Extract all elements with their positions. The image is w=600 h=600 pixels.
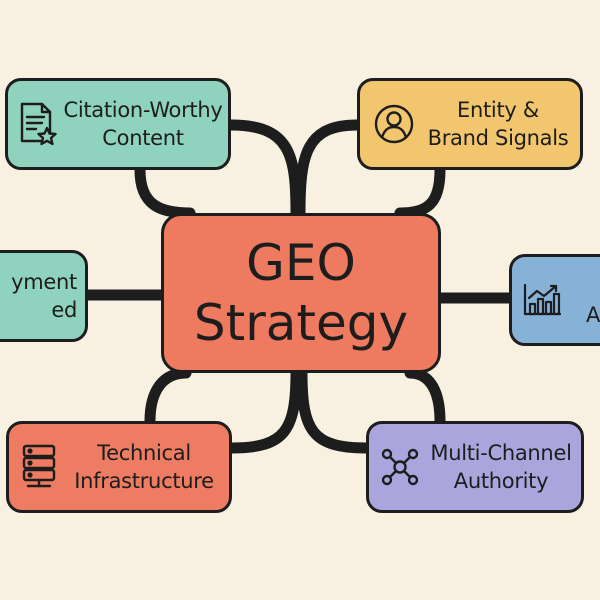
node-deployment-label: yment ed [11, 268, 77, 324]
entity-label-line1: Entity & [457, 98, 539, 122]
node-deployment-partial: yment ed [0, 250, 88, 342]
node-citation-worthy-content: Citation-Worthy Content [5, 78, 231, 170]
center-node-label: GEO Strategy [194, 233, 408, 353]
analytics-label-line1: A [586, 303, 600, 327]
center-label-line1: GEO [246, 234, 356, 292]
center-node-geo-strategy: GEO Strategy [161, 213, 441, 373]
connector-entity-top [294, 119, 363, 219]
node-technical-infrastructure: Technical Infrastructure [6, 421, 232, 513]
connector-citation-bottom [134, 164, 196, 219]
node-entity-label: Entity & Brand Signals [416, 96, 580, 152]
document-star-icon [18, 101, 58, 147]
node-technical-label: Technical Infrastructure [59, 439, 229, 495]
connector-citation-top [225, 119, 302, 219]
node-citation-label: Citation-Worthy Content [58, 96, 228, 152]
technical-label-line2: Infrastructure [74, 469, 214, 493]
connector-multichannel-bottom [404, 367, 446, 427]
center-label-line2: Strategy [193, 294, 409, 352]
connector-entity-bottom [394, 164, 446, 219]
citation-label-line2: Content [102, 126, 184, 150]
bar-chart-icon [522, 282, 562, 318]
entity-label-line2: Brand Signals [427, 126, 569, 150]
connector-multichannel-top [296, 367, 372, 454]
connector-technical-top [226, 367, 302, 454]
node-multi-channel-authority: Multi-Channel Authority [366, 421, 584, 513]
multichannel-label-line2: Authority [453, 469, 549, 493]
technical-label-line1: Technical [97, 441, 191, 465]
deployment-label-line2: ed [51, 298, 77, 322]
node-entity-brand-signals: Entity & Brand Signals [357, 78, 583, 170]
database-server-icon [19, 443, 59, 491]
node-multichannel-label: Multi-Channel Authority [421, 439, 581, 495]
node-analytics-label: A [562, 301, 600, 329]
citation-label-line1: Citation-Worthy [63, 98, 223, 122]
user-circle-icon [372, 102, 416, 146]
multichannel-label-line1: Multi-Channel [430, 441, 572, 465]
connector-technical-bottom [144, 367, 192, 427]
node-analytics-partial: A [509, 254, 600, 346]
network-nodes-icon [379, 446, 421, 488]
deployment-label-line1: yment [11, 270, 77, 294]
